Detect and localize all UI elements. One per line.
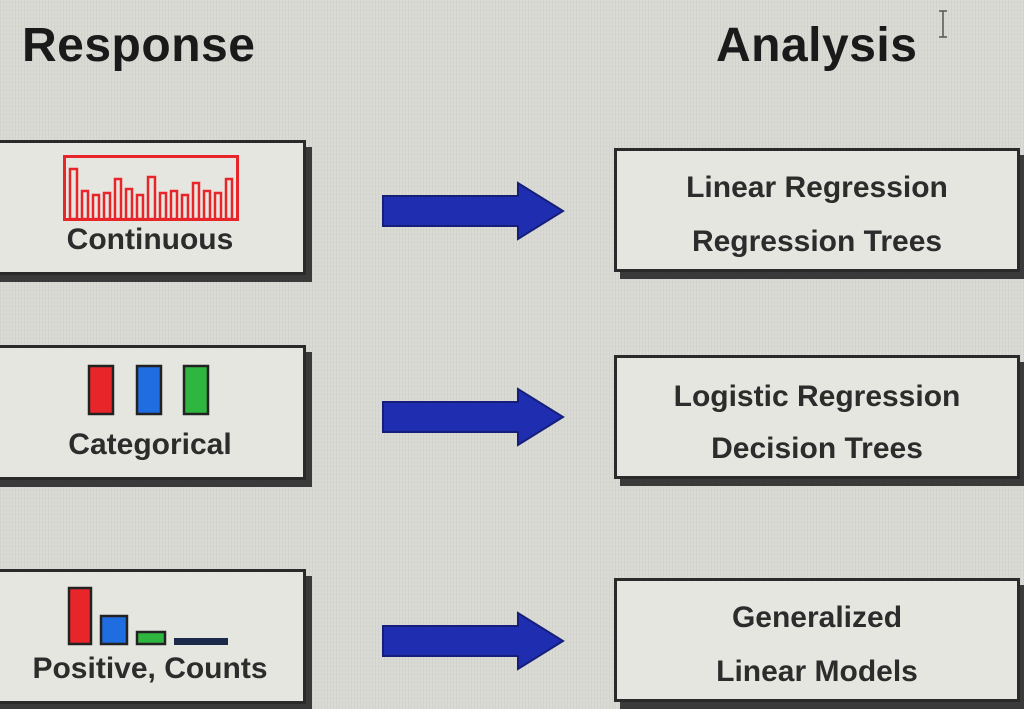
analysis-method: Linear Models xyxy=(716,655,918,688)
arrow-right-icon xyxy=(382,611,565,671)
analysis-box-1: Linear Regression Regression Trees xyxy=(614,148,1020,272)
colored-bars-icon xyxy=(87,364,210,416)
analysis-method: Decision Trees xyxy=(711,432,923,465)
response-box-categorical: Categorical xyxy=(0,345,306,480)
analysis-method: Generalized xyxy=(731,601,903,634)
text-cursor-icon xyxy=(939,10,947,38)
analysis-method: Regression Trees xyxy=(691,225,943,258)
response-box-positive-counts: Positive, Counts xyxy=(0,569,306,704)
arrow-right-icon xyxy=(382,387,565,447)
analysis-box-3: Generalized Linear Models xyxy=(614,578,1020,702)
response-heading: Response xyxy=(22,19,256,72)
analysis-method: Logistic Regression xyxy=(673,380,961,413)
arrow-right-icon xyxy=(382,181,565,241)
histogram-bars-icon xyxy=(63,155,239,221)
analysis-heading: Analysis xyxy=(716,19,918,72)
response-label: Positive, Counts xyxy=(32,652,268,685)
response-box-continuous: Continuous xyxy=(0,140,306,275)
analysis-box-2: Logistic Regression Decision Trees xyxy=(614,355,1020,479)
response-label: Continuous xyxy=(66,223,234,256)
analysis-method: Linear Regression xyxy=(686,171,948,204)
decreasing-bars-icon xyxy=(67,586,228,646)
response-label: Categorical xyxy=(68,428,232,461)
